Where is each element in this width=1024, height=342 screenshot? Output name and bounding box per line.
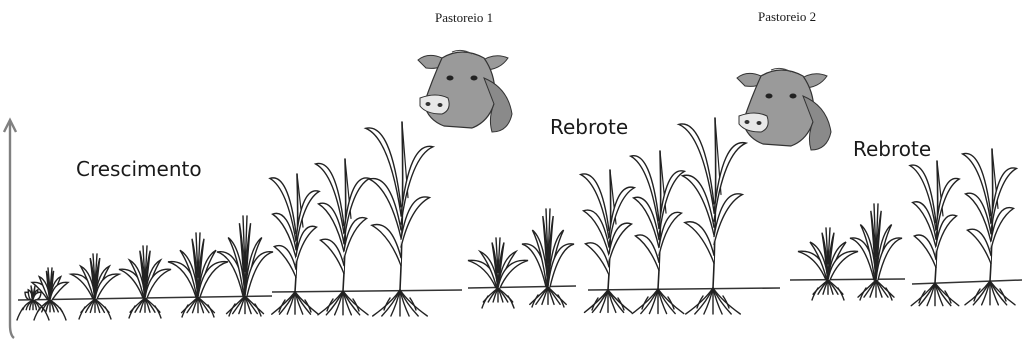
regrowth-1-label: Rebrote xyxy=(550,115,628,139)
grass-plant-icon xyxy=(679,118,746,314)
grass-plant-icon xyxy=(798,228,858,300)
grass-plant-icon xyxy=(270,174,319,314)
cow-head-icon xyxy=(418,50,512,132)
grazing-1-label: Pastoreio 1 xyxy=(435,10,493,26)
grass-plant-icon xyxy=(366,122,433,316)
growth-label: Crescimento xyxy=(76,157,202,181)
grass-plant-icon xyxy=(71,254,119,319)
grass-plant-icon xyxy=(522,209,574,307)
ground-lines xyxy=(18,279,1022,300)
vertical-axis-arrow-icon xyxy=(10,122,14,338)
grass-plant-icon xyxy=(168,233,228,317)
grass-plant-icon xyxy=(581,170,635,312)
grass-plant-icon xyxy=(119,246,171,318)
grazing-2-label: Pastoreio 2 xyxy=(758,9,816,25)
regrowth-2-label: Rebrote xyxy=(853,137,931,161)
grass-plant-icon xyxy=(468,238,528,308)
cow-head-icon xyxy=(737,68,831,150)
grass-plant-icon xyxy=(217,216,273,316)
